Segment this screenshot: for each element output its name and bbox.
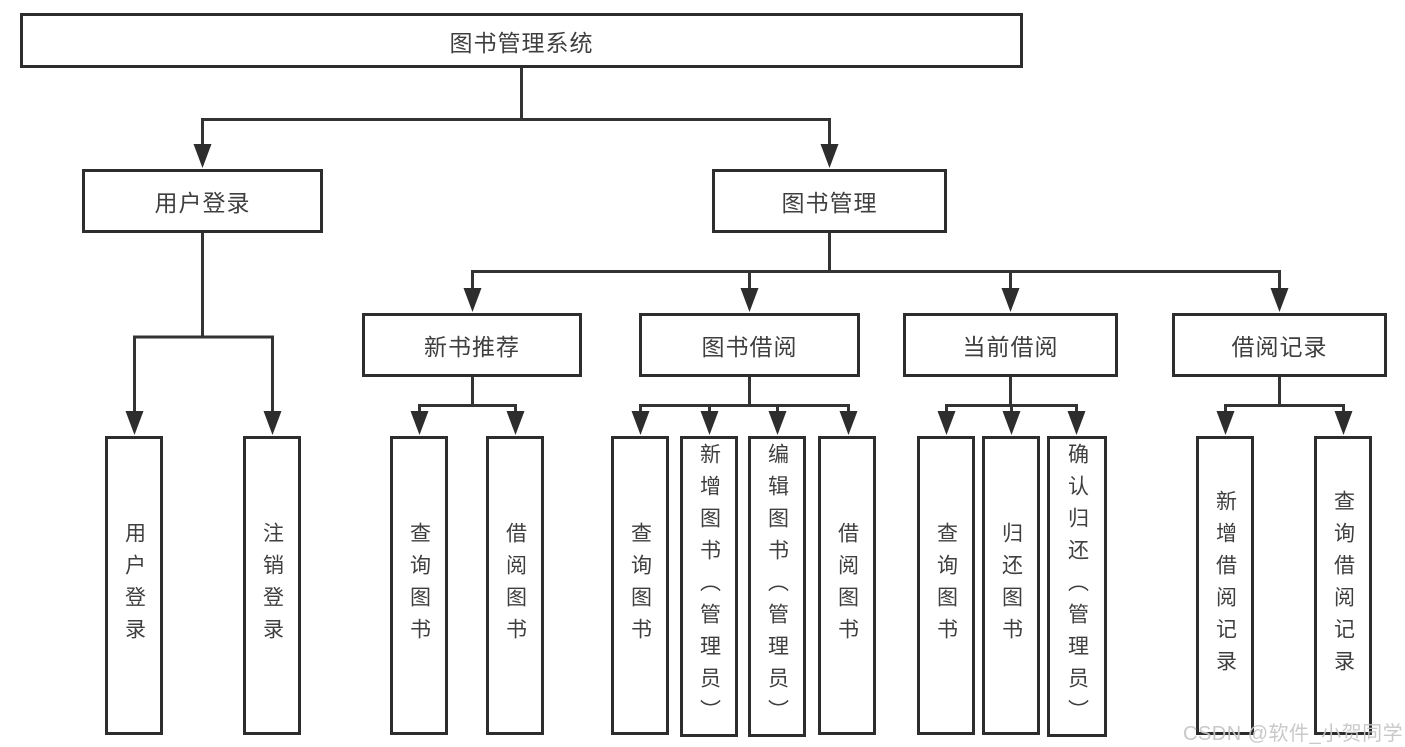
leaf-label: 确认归还（管理员） — [1065, 442, 1089, 731]
arrowhead — [125, 411, 144, 435]
leaf-add-book-admin: 新增图书（管理员） — [680, 436, 738, 737]
arrowhead — [263, 411, 282, 435]
leaf-borrow-books: 借阅图书 — [818, 436, 876, 735]
leaf-query-books-borrow: 查询图书 — [611, 436, 669, 735]
wire-new-book-to-leaves — [410, 376, 525, 435]
arrowhead — [700, 411, 719, 435]
leaf-label: 注销登录 — [260, 521, 284, 650]
wire-borrow-record-to-leaves — [1216, 376, 1353, 435]
node-current-borrow: 当前借阅 — [903, 313, 1118, 377]
leaf-edit-book-admin: 编辑图书（管理员） — [748, 436, 806, 737]
leaf-label: 编辑图书（管理员） — [765, 442, 789, 731]
node-user-login: 用户登录 — [82, 169, 323, 233]
leaf-confirm-return-admin: 确认归还（管理员） — [1047, 436, 1107, 737]
leaf-label: 查询借阅记录 — [1331, 489, 1355, 682]
leaf-label: 查询图书 — [628, 521, 652, 650]
arrowhead — [820, 144, 839, 168]
arrowhead — [839, 411, 858, 435]
arrowhead — [1216, 411, 1235, 435]
arrowhead — [193, 144, 212, 168]
arrowhead — [506, 411, 525, 435]
arrowhead — [1001, 288, 1020, 312]
arrowhead — [740, 288, 759, 312]
arrowhead — [1002, 411, 1021, 435]
leaf-borrow-books-recommend: 借阅图书 — [486, 436, 544, 735]
leaf-query-books-recommend: 查询图书 — [390, 436, 448, 735]
arrowhead — [1334, 411, 1353, 435]
node-book-management: 图书管理 — [712, 169, 947, 233]
node-borrow-record: 借阅记录 — [1172, 313, 1387, 377]
leaf-logout: 注销登录 — [243, 436, 301, 735]
node-new-book-recommend: 新书推荐 — [362, 313, 582, 377]
leaf-label: 查询图书 — [934, 521, 958, 650]
node-book-borrow: 图书借阅 — [639, 313, 860, 377]
arrowhead — [631, 411, 650, 435]
leaf-user-login: 用户登录 — [105, 436, 163, 735]
wire-book-borrow-to-leaves — [631, 376, 858, 435]
arrowhead — [1270, 288, 1289, 312]
leaf-label: 归还图书 — [999, 521, 1023, 650]
wire-book-mgmt-to-level3 — [463, 232, 1289, 312]
wire-root-to-level2 — [193, 66, 839, 168]
arrowhead — [463, 288, 482, 312]
arrowhead — [768, 411, 787, 435]
leaf-label: 用户登录 — [122, 521, 146, 650]
node-root: 图书管理系统 — [20, 13, 1023, 68]
leaf-add-borrow-record: 新增借阅记录 — [1196, 436, 1254, 735]
leaf-label: 借阅图书 — [835, 521, 859, 650]
leaf-label: 新增图书（管理员） — [697, 442, 721, 731]
leaf-label: 查询图书 — [407, 521, 431, 650]
watermark-text: CSDN @软件_小贺同学 — [1183, 723, 1404, 745]
leaf-query-books-current: 查询图书 — [917, 436, 975, 735]
wire-current-borrow-to-leaves — [937, 376, 1086, 435]
leaf-return-book: 归还图书 — [982, 436, 1040, 735]
arrowhead — [1067, 411, 1086, 435]
leaf-label: 新增借阅记录 — [1213, 489, 1237, 682]
arrowhead — [937, 411, 956, 435]
arrowhead — [410, 411, 429, 435]
leaf-query-borrow-record: 查询借阅记录 — [1314, 436, 1372, 735]
wire-user-login-to-leaves — [125, 232, 282, 435]
leaf-label: 借阅图书 — [503, 521, 527, 650]
